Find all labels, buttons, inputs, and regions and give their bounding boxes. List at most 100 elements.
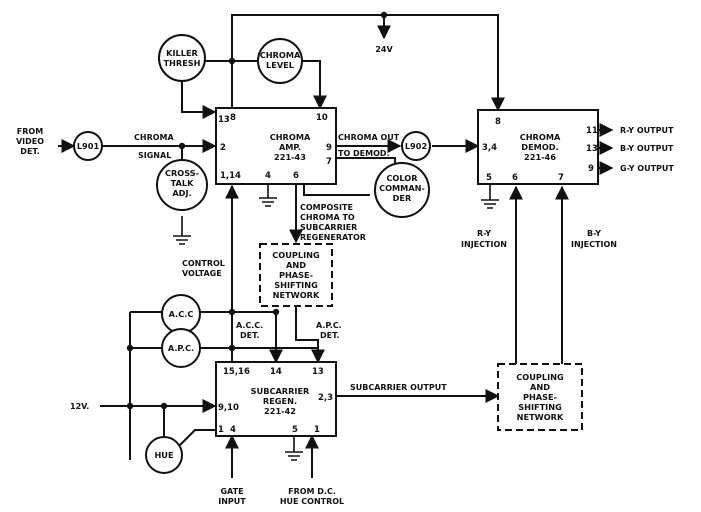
svg-text:DER: DER bbox=[393, 193, 412, 203]
svg-text:CONTROL: CONTROL bbox=[182, 259, 225, 268]
svg-text:LEVEL: LEVEL bbox=[266, 60, 294, 70]
chroma-level-control: CHROMA LEVEL bbox=[257, 38, 303, 84]
svg-text:VOLTAGE: VOLTAGE bbox=[182, 269, 222, 278]
svg-text:221-43: 221-43 bbox=[274, 152, 306, 162]
svg-text:9,10: 9,10 bbox=[218, 403, 239, 413]
svg-text:B-Y: B-Y bbox=[587, 229, 601, 238]
svg-text:INPUT: INPUT bbox=[218, 497, 246, 506]
labels: 24V FROM VIDEO DET. CHROMA SIGNAL CHROMA… bbox=[16, 45, 674, 506]
svg-text:L902: L902 bbox=[405, 141, 427, 151]
svg-text:CHROMA: CHROMA bbox=[134, 133, 174, 142]
coupling-network-2: COUPLING AND PHASE- SHIFTING NETWORK bbox=[497, 363, 583, 431]
svg-text:12V.: 12V. bbox=[70, 402, 89, 411]
l901-coil: L901 bbox=[73, 131, 103, 161]
svg-text:NETWORK: NETWORK bbox=[273, 290, 320, 300]
svg-text:13: 13 bbox=[586, 144, 598, 154]
svg-text:HUE: HUE bbox=[154, 450, 173, 460]
svg-text:COUPLING: COUPLING bbox=[516, 372, 564, 382]
killer-thresh-control: KILLER THRESH bbox=[158, 34, 206, 82]
svg-text:VIDEO: VIDEO bbox=[16, 137, 44, 146]
svg-text:B-Y OUTPUT: B-Y OUTPUT bbox=[620, 144, 674, 153]
coupling-network-1: COUPLING AND PHASE- SHIFTING NETWORK bbox=[259, 243, 333, 307]
cross-talk-control: CROSS- TALK ADJ. bbox=[156, 159, 208, 211]
svg-text:PHASE-: PHASE- bbox=[279, 270, 313, 280]
svg-text:SHIFTING: SHIFTING bbox=[274, 280, 318, 290]
svg-text:SUBCARRIER OUTPUT: SUBCARRIER OUTPUT bbox=[350, 383, 447, 392]
color-commander-control: COLOR COMMAN- DER bbox=[374, 162, 430, 218]
svg-text:4: 4 bbox=[230, 425, 236, 435]
svg-text:9: 9 bbox=[588, 164, 594, 174]
svg-text:COUPLING: COUPLING bbox=[272, 250, 320, 260]
subcarrier-regen-block: SUBCARRIER REGEN. 221-42 15,16 14 13 9,1… bbox=[215, 361, 337, 437]
hue-control: HUE bbox=[145, 436, 183, 474]
svg-text:THRESH: THRESH bbox=[163, 58, 200, 68]
svg-text:FROM D.C.: FROM D.C. bbox=[288, 487, 336, 496]
svg-text:DET.: DET. bbox=[240, 331, 259, 340]
svg-text:1: 1 bbox=[314, 425, 320, 435]
svg-text:1,14: 1,14 bbox=[220, 171, 241, 181]
svg-text:CROSS-: CROSS- bbox=[165, 168, 199, 178]
svg-text:15,16: 15,16 bbox=[223, 367, 250, 377]
svg-text:PHASE-: PHASE- bbox=[523, 392, 557, 402]
junction-dots bbox=[126, 11, 388, 410]
svg-text:AND: AND bbox=[286, 260, 306, 270]
ground-icon bbox=[173, 184, 499, 461]
svg-text:7: 7 bbox=[558, 173, 564, 183]
svg-text:SIGNAL: SIGNAL bbox=[138, 151, 171, 160]
svg-text:GATE: GATE bbox=[220, 487, 243, 496]
svg-text:COMMAN-: COMMAN- bbox=[379, 183, 425, 193]
svg-text:NETWORK: NETWORK bbox=[517, 412, 564, 422]
svg-text:8: 8 bbox=[230, 113, 236, 123]
svg-text:CHROMA: CHROMA bbox=[260, 50, 301, 60]
svg-text:SUBCARRIER: SUBCARRIER bbox=[251, 386, 310, 396]
svg-text:6: 6 bbox=[293, 171, 299, 181]
svg-text:5: 5 bbox=[486, 173, 492, 183]
svg-text:A.C.C: A.C.C bbox=[169, 309, 194, 319]
svg-text:2,3: 2,3 bbox=[318, 393, 333, 403]
svg-text:221-42: 221-42 bbox=[264, 406, 296, 416]
svg-text:CHROMA: CHROMA bbox=[270, 132, 311, 142]
svg-text:11: 11 bbox=[586, 126, 598, 136]
svg-text:DET.: DET. bbox=[320, 331, 339, 340]
svg-text:HUE CONTROL: HUE CONTROL bbox=[280, 497, 344, 506]
chroma-demod-block: CHROMA DEMOD. 221-46 8 3,4 5 6 7 11 13 9 bbox=[477, 109, 599, 185]
svg-text:KILLER: KILLER bbox=[166, 48, 198, 58]
svg-text:L901: L901 bbox=[77, 141, 100, 151]
svg-text:5: 5 bbox=[292, 425, 298, 435]
svg-text:INJECTION: INJECTION bbox=[571, 240, 617, 249]
svg-text:A.P.C.: A.P.C. bbox=[168, 343, 194, 353]
svg-text:6: 6 bbox=[512, 173, 518, 183]
svg-text:DET.: DET. bbox=[20, 147, 39, 156]
svg-text:A.C.C.: A.C.C. bbox=[236, 321, 263, 330]
svg-text:CHROMA: CHROMA bbox=[520, 132, 561, 142]
svg-text:COLOR: COLOR bbox=[386, 173, 418, 183]
svg-text:AND: AND bbox=[530, 382, 550, 392]
svg-text:A.P.C.: A.P.C. bbox=[316, 321, 342, 330]
svg-text:4: 4 bbox=[265, 171, 271, 181]
svg-text:9: 9 bbox=[326, 143, 332, 153]
svg-text:FROM: FROM bbox=[17, 127, 43, 136]
svg-text:AMP.: AMP. bbox=[279, 142, 301, 152]
svg-text:G-Y OUTPUT: G-Y OUTPUT bbox=[620, 164, 674, 173]
svg-text:10: 10 bbox=[316, 113, 328, 123]
svg-text:TALK: TALK bbox=[171, 178, 195, 188]
svg-text:13: 13 bbox=[218, 115, 230, 125]
svg-text:24V: 24V bbox=[375, 45, 393, 54]
svg-text:1: 1 bbox=[218, 425, 224, 435]
svg-text:INJECTION: INJECTION bbox=[461, 240, 507, 249]
svg-text:3,4: 3,4 bbox=[482, 143, 497, 153]
svg-text:ADJ.: ADJ. bbox=[172, 188, 191, 198]
svg-text:CHROMA OUT: CHROMA OUT bbox=[338, 133, 400, 142]
apc-control: A.P.C. bbox=[161, 328, 201, 368]
svg-text:SUBCARRIER: SUBCARRIER bbox=[300, 223, 357, 232]
svg-text:221-46: 221-46 bbox=[524, 152, 556, 162]
svg-text:REGEN.: REGEN. bbox=[263, 396, 297, 406]
svg-text:13: 13 bbox=[312, 367, 324, 377]
svg-text:SHIFTING: SHIFTING bbox=[518, 402, 562, 412]
svg-text:DEMOD.: DEMOD. bbox=[521, 142, 558, 152]
svg-text:COMPOSITE: COMPOSITE bbox=[300, 203, 353, 212]
acc-control: A.C.C bbox=[161, 294, 201, 334]
l902-coil: L902 bbox=[401, 131, 431, 161]
svg-text:2: 2 bbox=[220, 143, 226, 153]
